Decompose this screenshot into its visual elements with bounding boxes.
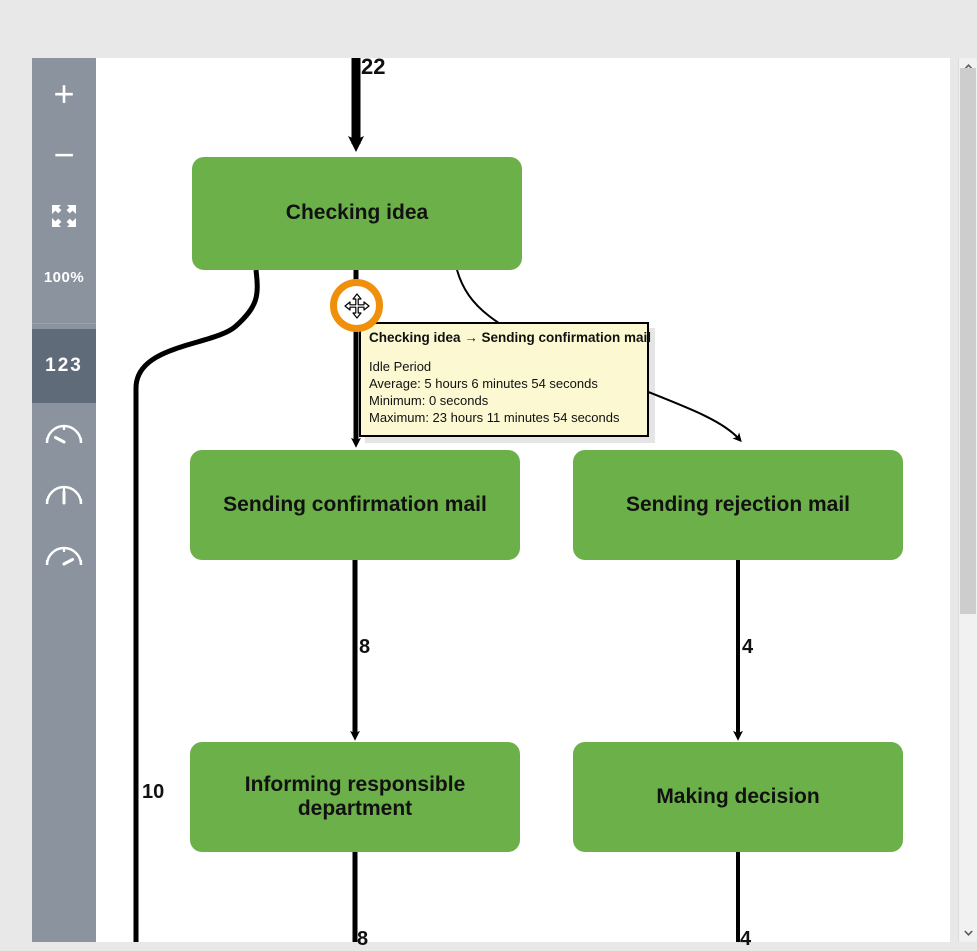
node-checking-idea[interactable]: Checking idea <box>192 157 522 270</box>
gauge-low-button[interactable] <box>32 403 96 463</box>
scroll-down-arrow[interactable] <box>959 924 977 942</box>
gauge-medium-icon <box>45 485 83 505</box>
node-label: Sending rejection mail <box>625 492 851 516</box>
chevron-up-icon <box>963 64 973 70</box>
edge-label-informing-outgoing: 8 <box>357 928 369 950</box>
tooltip-average: Average: 5 hours 6 minutes 54 seconds <box>369 376 598 392</box>
edge-checking-loopback <box>133 269 260 942</box>
node-informing-responsible-department[interactable]: Informing responsible department <box>190 742 520 852</box>
edge-label-checking-loopback: 10 <box>142 781 165 803</box>
gauge-high-button[interactable] <box>32 525 96 585</box>
scrollbar-thumb[interactable] <box>960 68 976 614</box>
zoom-level-label: 100% <box>43 268 85 286</box>
tooltip-minimum: Minimum: 0 seconds <box>369 393 489 409</box>
edge-tooltip: Checking idea → Sending confirmation mai… <box>359 322 652 437</box>
zoom-in-button[interactable]: + <box>32 64 96 124</box>
gauge-high-icon <box>45 546 83 566</box>
node-making-decision[interactable]: Making decision <box>573 742 903 852</box>
node-label: Making decision <box>656 784 820 808</box>
tooltip-spacer <box>369 345 639 358</box>
zoom-out-button[interactable]: − <box>32 125 96 185</box>
node-label: Checking idea <box>285 201 429 225</box>
fit-to-screen-button[interactable] <box>32 186 96 246</box>
node-sending-confirmation-mail[interactable]: Sending confirmation mail <box>190 450 520 560</box>
move-icon <box>343 292 370 319</box>
node-sending-rejection-mail[interactable]: Sending rejection mail <box>573 450 903 560</box>
edge-label-decision-outgoing: 4 <box>740 928 752 950</box>
node-label: Informing responsible department <box>244 772 466 820</box>
gauge-medium-button[interactable] <box>32 464 96 524</box>
fit-screen-icon <box>52 205 76 227</box>
plus-icon: + <box>53 73 75 114</box>
move-cursor-marker[interactable] <box>330 279 383 332</box>
zoom-level-indicator[interactable]: 100% <box>32 247 96 307</box>
tooltip-metric-name: Idle Period <box>369 359 432 374</box>
minus-icon: − <box>53 134 75 175</box>
node-label: Sending confirmation mail <box>223 492 487 516</box>
frequency-icon: 123 <box>45 355 83 376</box>
gauge-low-icon <box>45 424 83 444</box>
edge-label-confirmation-to-informing: 8 <box>359 636 371 658</box>
map-toolbar: + − 100% 123 <box>32 58 96 942</box>
frequency-metric-button[interactable]: 123 <box>32 329 96 403</box>
edge-label-start-to-checking: 22 <box>361 54 386 79</box>
chevron-down-icon <box>963 930 973 936</box>
edge-label-rejection-to-decision: 4 <box>742 636 754 658</box>
tooltip-title: Checking idea → Sending confirmation mai… <box>369 330 652 345</box>
vertical-scrollbar[interactable] <box>958 58 977 942</box>
toolbar-divider <box>32 323 96 324</box>
tooltip-maximum: Maximum: 23 hours 11 minutes 54 seconds <box>369 410 620 426</box>
